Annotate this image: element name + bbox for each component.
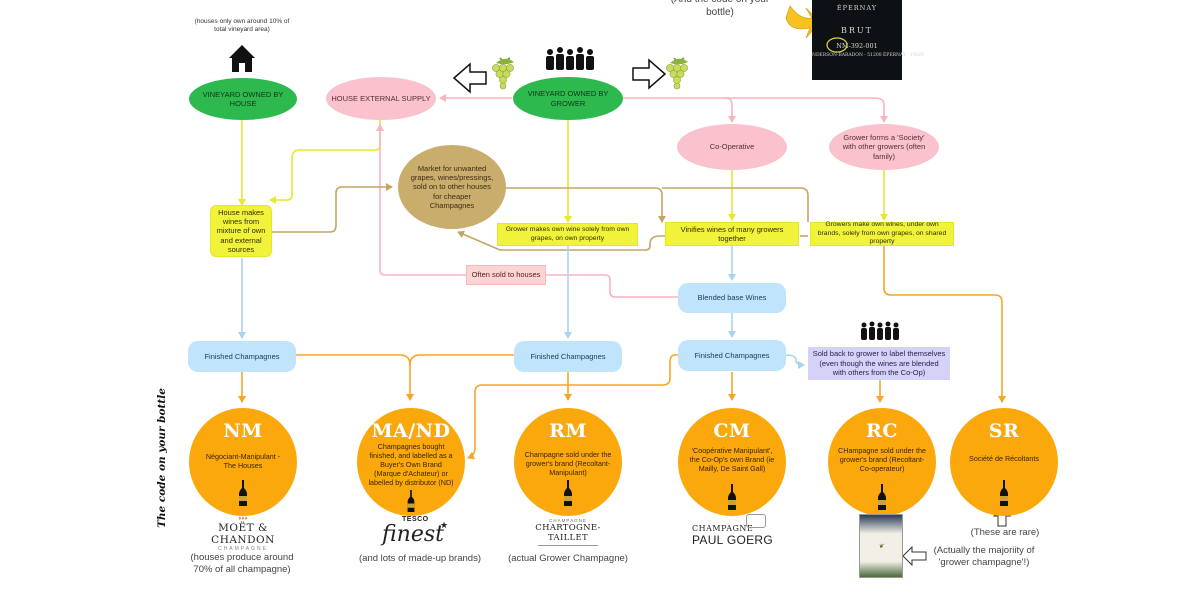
these-are-rare-note: (These are rare) (970, 527, 1040, 538)
connector-line (620, 97, 736, 123)
often-sold-to-houses: Often sold to houses (466, 265, 546, 285)
logo-text: finest (382, 522, 444, 547)
code-description: CHampagne sold under the grower's brand … (838, 446, 926, 473)
houses-vineyard-note: (houses only own around 10% of total vin… (194, 18, 290, 34)
sold-back-to-grower: Sold back to grower to label themselves … (808, 347, 950, 380)
code-circle-rc: RC CHampagne sold under the grower's bra… (828, 408, 936, 516)
photo-text-brut: BRUT (841, 26, 873, 35)
connector-line (272, 183, 393, 233)
connector-line (785, 354, 805, 369)
photo-text-address: NDERSON-BARADON - 51200 ÉPERNAY - FRAN (812, 53, 925, 58)
champagne-bottle-icon (239, 480, 247, 506)
connector-line (500, 187, 666, 223)
code-description: Société de Récoltants (969, 454, 1039, 463)
code-label: RC (866, 420, 898, 442)
code-label: MA/ND (371, 420, 451, 442)
code-circle-sr: SR Société de Récoltants (950, 408, 1058, 516)
logo-text: MOËT & CHANDON (211, 522, 275, 546)
vineyard-owned-by-house: VINEYARD OWNED BY HOUSE (189, 78, 297, 120)
photo-text-code: NM-392-001 (836, 42, 878, 50)
code-description: 'Coopérative Manipulant', the Co-Op's ow… (689, 446, 775, 473)
logo-subtext: CHAMPAGNE (218, 546, 268, 552)
grapes-icon (666, 57, 688, 90)
arrow-left-icon (452, 62, 487, 94)
logo-subtext: CHAMPAGNE (549, 518, 587, 523)
connector-line (725, 97, 888, 123)
code-on-bottle-note: (And the code on your bottle) (671, 0, 769, 18)
connector-line (409, 354, 515, 366)
champagne-bottle-icon (1000, 480, 1008, 506)
champagne-bottle-icon (564, 480, 572, 506)
code-label: RM (549, 420, 587, 442)
tesco-finest-logo: TESCO finest ★ (372, 516, 456, 550)
chartogne-taillet-logo: CHAMPAGNE CHARTOGNE-TAILLET (520, 518, 616, 550)
vinifies-many-growers: Vinifies wines of many growers together (665, 222, 799, 246)
house-external-supply: HOUSE EXTERNAL SUPPLY (326, 77, 436, 120)
house-makes-wines: House makes wines from mixture of own an… (210, 205, 272, 257)
code-circle-nm: NM Négociant-Manipulant - The Houses (189, 408, 297, 516)
houses-produce-note: (houses produce around 70% of all champa… (190, 552, 294, 576)
logo-subtext: CHAMPAGNE (692, 524, 754, 533)
majority-note: (Actually the majoriity of 'grower champ… (933, 545, 1035, 569)
logo-text: PAUL GOERG (692, 533, 774, 547)
connector-line (269, 118, 381, 204)
grower-society: Grower forms a 'Society' with other grow… (829, 124, 939, 170)
logo-text: TESCO (402, 516, 429, 523)
connector-line (467, 354, 678, 460)
bottle-label-photo: ÉPERNAY BRUT NM-392-001 NDERSON-BARADON … (812, 0, 925, 80)
finished-champagnes-grower: Finished Champagnes (514, 341, 622, 372)
left-arrow-icon (902, 545, 927, 567)
finished-champagnes-coop: Finished Champagnes (678, 340, 786, 371)
code-description: Champagnes bought finished, and labelled… (368, 442, 454, 487)
connector-line (457, 230, 668, 251)
code-label: SR (988, 420, 1020, 442)
photo-text-epernay: ÉPERNAY (836, 4, 878, 12)
paul-goerg-logo: CHAMPAGNE PAUL GOERG (688, 514, 776, 547)
connector-line (546, 274, 678, 298)
grower-group-icon-small (861, 321, 899, 340)
crown-icon: ♦♦♦ (238, 516, 248, 522)
code-description: Champagne sold under the grower's brand … (524, 450, 612, 477)
market-unwanted-grapes: Market for unwanted grapes, wines/pressi… (398, 145, 506, 229)
made-up-brands-note: (and lots of made-up brands) (359, 553, 481, 564)
vineyard-owned-by-grower: VINEYARD OWNED BY GROWER (513, 77, 623, 120)
champagne-bottle-icon (878, 484, 886, 510)
house-icon (229, 45, 255, 72)
grapes-icon (492, 57, 514, 90)
connector-line (296, 354, 414, 401)
connector-line (883, 246, 1006, 403)
finished-champagnes-houses: Finished Champagnes (188, 341, 296, 372)
code-label: CM (713, 420, 751, 442)
arrow-right-icon (632, 58, 667, 90)
logo-divider (538, 545, 598, 550)
star-icon: ★ (440, 520, 449, 530)
champagne-bottle-icon (407, 490, 415, 512)
code-circle-rm: RM Champagne sold under the grower's bra… (514, 408, 622, 516)
side-title: The code on your bottle (156, 388, 168, 528)
code-label: NM (223, 420, 263, 442)
growers-group-icon (546, 47, 594, 70)
blended-base-wines: Blended base Wines (678, 283, 786, 313)
connector-line (376, 124, 466, 276)
moet-chandon-logo: ♦♦♦ MOËT & CHANDON CHAMPAGNE (188, 516, 298, 552)
code-circle-cm: CM 'Coopérative Manipulant', the Co-Op's… (678, 408, 786, 516)
growers-make-own-wines: Growers make own wines, under own brands… (810, 221, 954, 246)
code-highlight-circle (826, 37, 848, 53)
code-circle-ma-nd: MA/ND Champagnes bought finished, and la… (357, 408, 465, 516)
logo-text: CHARTOGNE-TAILLET (535, 523, 601, 543)
grower-makes-own-wine: Grower makes own wine solely from own gr… (497, 223, 638, 246)
co-operative: Co-Operative (677, 124, 787, 170)
grower-label-photo: ❦ (859, 514, 903, 578)
crest-icon (746, 514, 766, 528)
code-description: Négociant-Manipulant - The Houses (205, 452, 281, 470)
champagne-bottle-icon (728, 484, 736, 510)
connector-line (662, 187, 809, 222)
actual-grower-note: (actual Grower Champagne) (508, 553, 628, 564)
